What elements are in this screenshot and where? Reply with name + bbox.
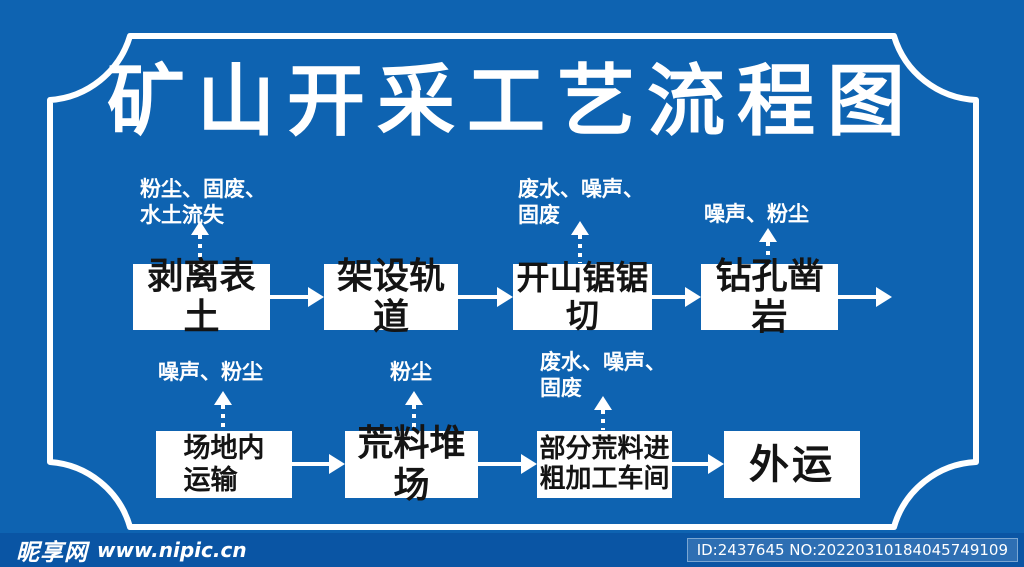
- emission-text: 废水、噪声、: [540, 350, 666, 374]
- arrowhead-right-icon: [521, 454, 537, 474]
- arrow-shaft: [270, 295, 311, 299]
- arrow-shaft: [672, 462, 711, 466]
- emission-label-saw-cutting: 废水、噪声、 固废: [518, 176, 644, 229]
- arrowhead-up-icon: [571, 221, 589, 235]
- emission-text: 噪声、粉尘: [158, 360, 263, 384]
- arrowhead-right-icon: [708, 454, 724, 474]
- flow-box-label: 钻孔凿岩: [715, 255, 824, 338]
- flow-box-label: 剥离表土: [147, 255, 256, 338]
- emission-text: 噪声、粉尘: [704, 202, 809, 226]
- arrowhead-up-icon: [405, 391, 423, 405]
- flow-box-label: 荒料堆场: [357, 423, 466, 506]
- emission-label-onsite-transport: 噪声、粉尘: [158, 359, 263, 385]
- dotted-stem: [766, 242, 770, 263]
- dotted-arrow-up-icon: [594, 396, 612, 430]
- flow-arrow-right-icon: [838, 287, 892, 307]
- arrow-shaft: [478, 462, 524, 466]
- dotted-arrow-up-icon: [571, 221, 589, 263]
- flow-box-lay-track: 架设轨道: [324, 256, 458, 338]
- dotted-arrow-up-icon: [214, 391, 232, 430]
- emission-label-strip-topsoil: 粉尘、固废、 水土流失: [140, 176, 266, 229]
- arrowhead-up-icon: [191, 221, 209, 235]
- flow-box-outbound-transport: 外运: [724, 431, 860, 498]
- flow-box-label: 场地内: [183, 433, 265, 465]
- emission-text: 固废: [518, 203, 560, 228]
- emission-text: 水土流失: [140, 203, 224, 228]
- site-url: www.nipic.cn: [97, 538, 247, 562]
- arrow-shaft: [838, 295, 879, 299]
- dotted-stem: [412, 405, 416, 430]
- arrow-shaft: [458, 295, 500, 299]
- arrowhead-right-icon: [329, 454, 345, 474]
- flow-arrow-right-icon: [478, 454, 537, 474]
- arrowhead-right-icon: [876, 287, 892, 307]
- dotted-arrow-up-icon: [191, 221, 209, 263]
- watermark: 昵享网 www.nipic.cn: [16, 533, 247, 567]
- dotted-arrow-up-icon: [759, 228, 777, 263]
- dotted-stem: [221, 405, 225, 430]
- footer-bar: 昵享网 www.nipic.cn ID:2437645 NO:202203101…: [0, 533, 1024, 567]
- arrow-shaft: [292, 462, 332, 466]
- flow-box-rough-processing: 部分荒料进 粗加工车间: [537, 431, 672, 498]
- brand-logo: 昵享网: [16, 540, 88, 566]
- emission-text: 粉尘、固废、: [140, 177, 266, 201]
- dotted-stem: [198, 235, 202, 263]
- flow-arrow-right-icon: [292, 454, 345, 474]
- arrowhead-right-icon: [685, 287, 701, 307]
- arrowhead-right-icon: [497, 287, 513, 307]
- emission-text: 粉尘: [390, 360, 432, 384]
- flow-arrow-right-icon: [672, 454, 724, 474]
- flow-arrow-right-icon: [652, 287, 701, 307]
- dotted-stem: [601, 410, 605, 430]
- flow-box-label: 部分荒料进: [539, 433, 670, 464]
- emission-text: 固废: [540, 376, 582, 401]
- flow-box-label: 开山锯锯切: [516, 258, 649, 335]
- flow-arrow-right-icon: [270, 287, 324, 307]
- arrowhead-up-icon: [759, 228, 777, 242]
- arrow-shaft: [652, 295, 688, 299]
- flow-box-label: 架设轨道: [336, 255, 445, 338]
- arrowhead-up-icon: [594, 396, 612, 410]
- arrowhead-up-icon: [214, 391, 232, 405]
- page-title: 矿山开采工艺流程图: [106, 57, 917, 147]
- emission-label-block-yard: 粉尘: [390, 359, 432, 385]
- flow-box-label: 外运: [749, 441, 835, 488]
- image-id-badge: ID:2437645 NO:20220310184045749109: [686, 538, 1018, 562]
- flow-box-onsite-transport: 场地内 运输: [156, 431, 292, 498]
- flow-arrow-right-icon: [458, 287, 513, 307]
- flow-box-label: 粗加工车间: [539, 463, 670, 494]
- dotted-stem: [578, 235, 582, 263]
- flow-box-drill-rock: 钻孔凿岩: [701, 256, 838, 338]
- flow-box-saw-cutting: 开山锯锯切: [513, 259, 652, 334]
- flow-box-strip-topsoil: 剥离表土: [133, 256, 270, 338]
- emission-text: 废水、噪声、: [518, 177, 644, 201]
- dotted-arrow-up-icon: [405, 391, 423, 430]
- emission-label-rough-processing: 废水、噪声、 固废: [540, 349, 666, 402]
- emission-label-drill-rock: 噪声、粉尘: [704, 201, 809, 227]
- arrowhead-right-icon: [308, 287, 324, 307]
- flow-box-label: 运输: [183, 464, 238, 496]
- flow-box-block-yard: 荒料堆场: [345, 423, 478, 506]
